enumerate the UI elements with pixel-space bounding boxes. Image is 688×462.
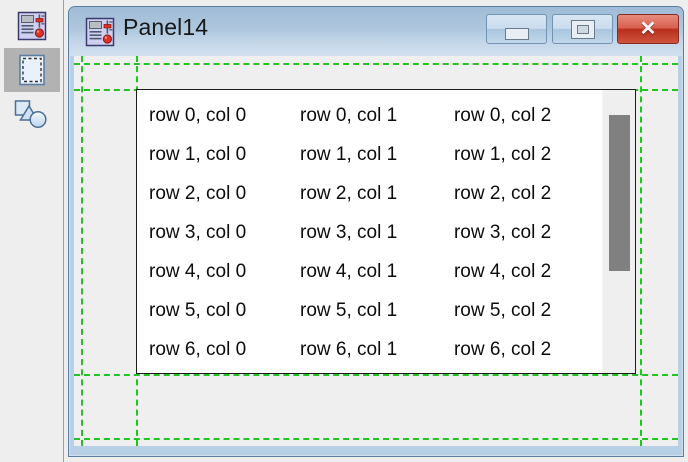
design-surface[interactable]: row 0, col 0 row 0, col 1 row 0, col 2 r…: [74, 56, 678, 446]
grid-cell: row 5, col 2: [453, 299, 552, 321]
grid-cell: row 4, col 2: [453, 260, 552, 282]
grid-cell: row 0, col 1: [300, 104, 398, 126]
scrollbar-thumb[interactable]: [609, 115, 630, 271]
toolbox-sidebar: [0, 0, 64, 462]
maximize-button[interactable]: [552, 14, 613, 44]
grid-cell: row 2, col 0: [149, 182, 247, 204]
layout-guide-v-left: [81, 56, 83, 446]
layout-guide-v-col2: [640, 56, 642, 446]
form-designer-icon: [17, 11, 47, 41]
grid-cell: row 6, col 0: [149, 338, 247, 360]
table-row: row 5, col 0 row 5, col 1 row 5, col 2: [149, 291, 603, 330]
maximize-icon: [570, 19, 595, 39]
grid-cell: row 3, col 0: [149, 221, 247, 243]
grid-cell: row 1, col 0: [149, 143, 247, 165]
minimize-icon: [504, 27, 529, 40]
grid-cell: row 5, col 1: [300, 299, 398, 321]
window-titlebar[interactable]: Panel14 ✕: [69, 7, 683, 56]
table-row: row 1, col 0 row 1, col 1 row 1, col 2: [149, 135, 603, 174]
label-grid: row 0, col 0 row 0, col 1 row 0, col 2 r…: [137, 90, 603, 373]
close-button[interactable]: ✕: [617, 14, 679, 44]
shapes-icon: [14, 99, 50, 129]
layout-guide-h-bottom: [74, 438, 678, 440]
grid-cell: row 6, col 2: [453, 338, 552, 360]
window-title: Panel14: [123, 14, 209, 40]
grid-cell: row 5, col 0: [149, 299, 247, 321]
grid-cell: row 4, col 1: [300, 260, 398, 282]
table-row: row 2, col 0 row 2, col 1 row 2, col 2: [149, 174, 603, 213]
grid-cell: row 1, col 2: [453, 143, 552, 165]
grid-cell: row 3, col 1: [300, 221, 398, 243]
table-row: row 4, col 0 row 4, col 1 row 4, col 2: [149, 252, 603, 291]
grid-cell: row 3, col 2: [453, 221, 552, 243]
close-icon: ✕: [639, 18, 657, 40]
layout-guide-h-top: [74, 63, 678, 65]
sidebar-item-shapes[interactable]: [4, 92, 60, 136]
grid-cell: row 1, col 1: [300, 143, 398, 165]
table-row: row 6, col 0 row 6, col 1 row 6, col 2: [149, 330, 603, 369]
panel-container-icon: [15, 53, 49, 87]
grid-cell: row 2, col 2: [453, 182, 552, 204]
grid-cell: row 4, col 0: [149, 260, 247, 282]
sidebar-item-form-designer[interactable]: [4, 4, 60, 48]
sidebar-item-panel-container[interactable]: [4, 48, 60, 92]
minimize-button[interactable]: [486, 14, 547, 44]
data-panel: row 0, col 0 row 0, col 1 row 0, col 2 r…: [136, 89, 636, 374]
table-row: row 3, col 0 row 3, col 1 row 3, col 2: [149, 213, 603, 252]
form-designer-icon: [85, 17, 115, 47]
grid-cell: row 0, col 0: [149, 104, 247, 126]
grid-cell: row 6, col 1: [300, 338, 398, 360]
designer-window: Panel14 ✕: [68, 6, 684, 457]
grid-cell: row 0, col 2: [453, 104, 552, 126]
table-row: row 0, col 0 row 0, col 1 row 0, col 2: [149, 96, 603, 135]
layout-guide-h-panel-bottom: [74, 374, 678, 376]
vertical-scrollbar[interactable]: [602, 90, 635, 373]
grid-cell: row 2, col 1: [300, 182, 398, 204]
